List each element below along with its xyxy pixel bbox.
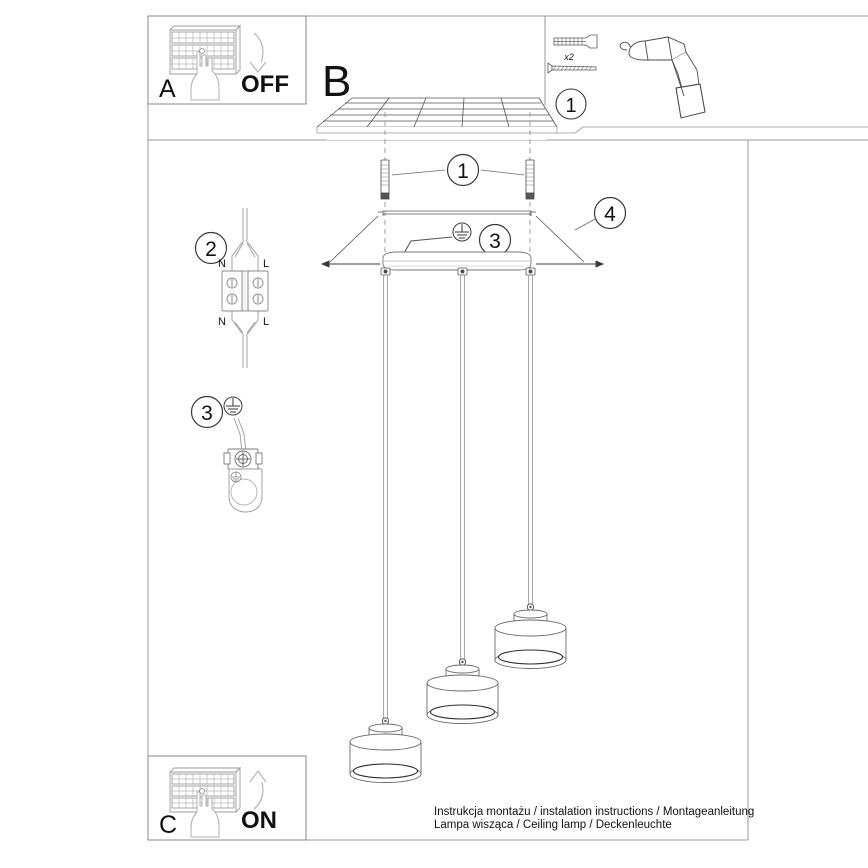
callout-earth: 3 — [190, 395, 224, 429]
callout-earth-assembly: 3 — [478, 223, 512, 257]
terminal-label-top-left: N — [218, 258, 226, 270]
callout-parts-label: 1 — [565, 95, 576, 117]
caption-line-2: Lampa wisząca / Ceiling lamp / Deckenleu… — [434, 819, 672, 831]
caption-block: Instrukcja montażu / instalation instruc… — [434, 806, 754, 831]
earth-ground-symbol — [223, 396, 243, 416]
terminal-label-bottom-right: L — [263, 316, 269, 328]
pendant-right — [494, 603, 567, 669]
callout-canopy-label: 4 — [604, 203, 616, 226]
callout-canopy: 4 — [574, 196, 627, 231]
ceiling-surface — [316, 97, 868, 140]
parts-quantity-label: x2 — [563, 52, 574, 62]
screw-icon — [547, 62, 597, 74]
callout-earth-assembly-label: 3 — [489, 230, 501, 253]
earth-screw-terminal — [223, 448, 263, 470]
callout-terminal-block-label: 2 — [205, 238, 217, 261]
cable-grommets — [380, 267, 536, 276]
base-plate — [382, 251, 532, 271]
hand-icon-a — [190, 51, 220, 101]
terminal-block-body — [221, 270, 269, 312]
terminal-label-top-right: L — [263, 258, 269, 270]
power-drill-icon — [619, 36, 706, 119]
mounting-screw-left — [380, 159, 390, 200]
suspension-cables — [383, 275, 533, 718]
terminal-label-bottom-left: N — [218, 316, 226, 328]
callout-parts: 1 — [555, 88, 587, 120]
panel-c-action-label: ON — [241, 807, 277, 834]
callout-mounting-screws: 1 — [391, 153, 525, 187]
panel-a-action-label: OFF — [241, 71, 289, 98]
wall-plug-icon — [553, 34, 598, 49]
panel-a: A OFF — [147, 15, 307, 105]
pendant-middle — [426, 658, 499, 724]
canopy-outline — [329, 210, 585, 263]
panel-b: B — [316, 57, 868, 783]
terminal-block-wiring — [231, 208, 259, 368]
step-2: 2 — [194, 208, 269, 368]
earth-wire-assembly — [403, 236, 453, 254]
mounting-axis-lines — [384, 112, 531, 268]
mounting-screw-right — [525, 159, 535, 200]
callout-mounting-screws-label: 1 — [457, 160, 469, 183]
panel-c-letter: C — [159, 811, 177, 839]
lamp-body-fragment — [228, 468, 263, 513]
panel-c: C ON — [147, 755, 307, 841]
hand-icon-c — [190, 791, 220, 838]
panel-b-letter: B — [322, 57, 351, 106]
arrow-up-icon-c — [249, 770, 267, 810]
arrow-down-icon-a — [249, 32, 267, 73]
width-dimension-arrows — [320, 260, 605, 268]
pendant-left — [349, 717, 422, 783]
panel-parts: x2 1 — [544, 16, 706, 140]
earth-wire — [233, 417, 247, 453]
earth-symbol-assembly — [452, 222, 472, 242]
step-3: 3 — [190, 395, 263, 513]
callout-terminal-block: 2 — [194, 231, 228, 265]
caption-line-1: Instrukcja montażu / instalation instruc… — [434, 806, 754, 818]
callout-earth-label: 3 — [201, 402, 213, 425]
panel-a-letter: A — [159, 75, 176, 103]
